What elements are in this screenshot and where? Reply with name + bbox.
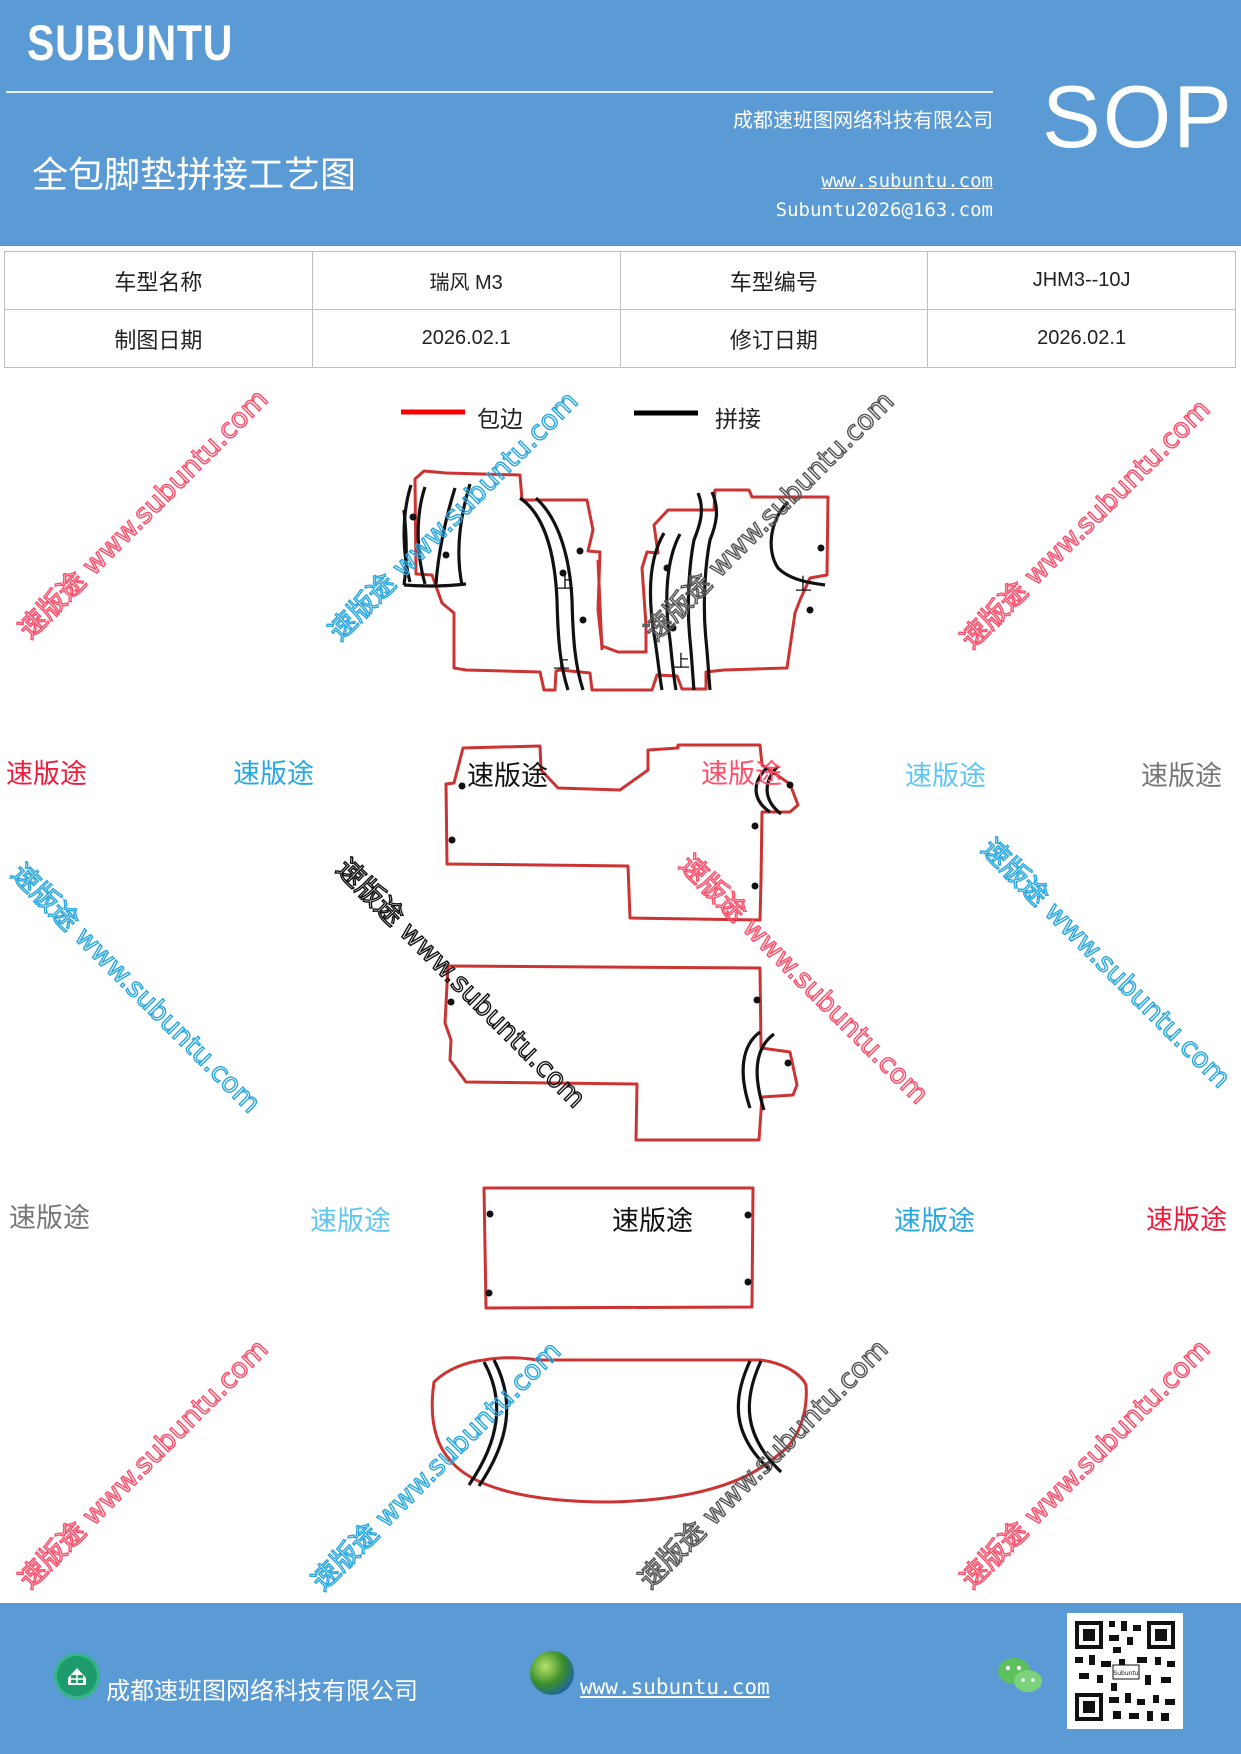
watermark-text: 速版途 [894,1206,975,1237]
piece-mark: 上 [673,652,690,672]
model-code-value: JHM3--10J [927,251,1236,310]
model-name-value: 瑞风 M3 [311,251,621,310]
legend-edge-label: 包边 [477,407,523,433]
watermark-diagonal-bottom: 速版途 www.subuntu.com 速版途 www.subuntu.com … [12,1333,1217,1598]
watermark-text: 速版途 [905,761,986,792]
watermark-text: 速版途 [310,1206,391,1237]
watermark-text: 速版途 www.subuntu.com [13,1334,274,1595]
watermark-text: 速版途 [1146,1205,1227,1236]
page-title: 全包脚垫拼接工艺图 [32,155,357,196]
header-divider [6,91,993,93]
revise-date-label: 修订日期 [619,309,929,368]
piece-mark: 上 [553,653,570,673]
footer-company-name: 成都速班图网络科技有限公司 [106,1677,418,1705]
qr-code: Subuntu [1067,1613,1183,1729]
watermark-row-1: 速版途 速版途 速版途 速版途 速版途 速版途 [6,759,1222,792]
watermark-text: 速版途 [6,759,87,790]
watermark-text: 速版途 www.subuntu.com [639,386,900,647]
table-row: 车型名称 瑞风 M3 车型编号 JHM3--10J [4,251,1236,310]
watermark-diagonal-top: 速版途 www.subuntu.com 速版途 www.subuntu.com … [12,383,1217,656]
footer-website-link[interactable]: www.subuntu.com [580,1675,770,1699]
header-website-link[interactable]: www.subuntu.com [821,170,993,192]
watermark-diagonal-middle: 速版途 www.subuntu.com 速版途 www.subuntu.com … [4,832,1237,1120]
watermark-text: 速版途 [1141,761,1222,792]
watermark-text: 速版途 www.subuntu.com [5,858,266,1119]
watermark-text: 速版途 [701,759,782,790]
footer-banner: 成都速班图网络科技有限公司 www.subuntu.com Subuntu [0,1603,1241,1754]
watermark-text: 速版途 [467,761,548,792]
middle-mat-1 [444,743,800,922]
model-code-label: 车型编号 [619,251,929,310]
watermark-text: 速版途 www.subuntu.com [955,394,1216,655]
globe-icon [530,1651,574,1695]
rear-center-mat [482,1186,755,1310]
draw-date-value: 2026.02.1 [311,309,621,368]
watermark-text: 速版途 www.subuntu.com [975,833,1236,1094]
middle-mat-2 [443,964,799,1142]
header-email: Subuntu2026@163.com [775,199,993,221]
watermark-text: 速版途 www.subuntu.com [633,1334,894,1595]
revise-date-value: 2026.02.1 [927,309,1236,368]
brand-logo-text: SUBUNTU [27,15,234,71]
watermark-text: 速版途 [233,759,314,790]
rear-bench-mat [430,1356,808,1504]
watermark-text: 速版途 www.subuntu.com [306,1336,567,1597]
watermark-text: 速版途 www.subuntu.com [955,1334,1216,1595]
wechat-icon[interactable] [996,1655,1044,1697]
front-mat-group: 上 上 上 上 [402,469,830,692]
vehicle-info-table: 车型名称 瑞风 M3 车型编号 JHM3--10J 制图日期 2026.02.1… [4,251,1236,368]
watermark-text: 速版途 [612,1206,693,1237]
header-banner: SUBUNTU 成都速班图网络科技有限公司 全包脚垫拼接工艺图 www.subu… [0,0,1241,246]
watermark-text: 速版途 [9,1203,90,1234]
watermark-text: 速版途 www.subuntu.com [13,384,274,645]
piece-mark: 上 [557,573,574,593]
legend-splice-label: 拼接 [715,407,761,433]
watermark-text: 速版途 www.subuntu.com [673,849,934,1110]
header-company-name: 成都速班图网络科技有限公司 [733,108,993,132]
sop-badge: SOP [1042,67,1234,166]
draw-date-label: 制图日期 [4,309,313,368]
home-icon [54,1653,100,1699]
piece-mark: 上 [795,575,812,595]
model-name-label: 车型名称 [4,251,313,310]
table-row: 制图日期 2026.02.1 修订日期 2026.02.1 [4,309,1236,368]
qr-caption: Subuntu [1113,1670,1138,1677]
watermark-row-2: 速版途 速版途 速版途 速版途 速版途 [9,1203,1227,1237]
watermark-text: 速版途 www.subuntu.com [323,386,584,647]
